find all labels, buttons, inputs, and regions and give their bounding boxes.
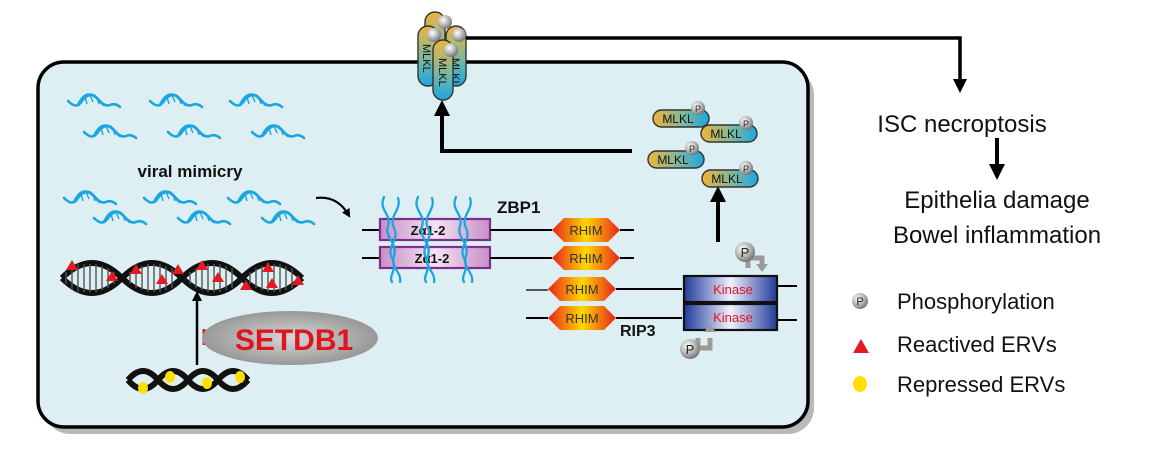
legend: P Phosphorylation Reactived ERVs Repress… bbox=[852, 289, 1065, 397]
phospho-symbol: P bbox=[743, 119, 749, 129]
rhim-domain: RHIM bbox=[552, 218, 634, 242]
mlkl-monomer: MLKL P bbox=[701, 161, 759, 188]
rhim-label: RHIM bbox=[569, 251, 602, 266]
phospho-ball-icon bbox=[739, 116, 753, 130]
mlkl-oligomer: MLKL MLKL MLKL bbox=[417, 11, 467, 101]
mlkl-label: MLKL bbox=[436, 58, 448, 87]
phospho-symbol: P bbox=[695, 104, 701, 114]
za-domain-label: Zα1-2 bbox=[415, 251, 450, 266]
bowel-inflammation-label: Bowel inflammation bbox=[893, 222, 1101, 249]
mlkl-monomer: MLKL P bbox=[647, 141, 705, 169]
mlkl-label: MLKL bbox=[420, 44, 432, 73]
legend-item-repressed-ervs: Repressed ERVs bbox=[853, 372, 1065, 397]
phospho-ball-icon bbox=[444, 43, 458, 57]
rhim-domain: RHIM bbox=[526, 306, 682, 330]
red-triangle-icon bbox=[196, 260, 208, 270]
mlkl-label: MLKL bbox=[711, 172, 743, 186]
curved-arrow-icon bbox=[315, 196, 351, 218]
legend-label: Repressed ERVs bbox=[897, 372, 1065, 397]
mlkl-label: MLKL bbox=[662, 112, 694, 126]
red-triangle-icon bbox=[106, 271, 118, 281]
setdb1-label: SETDB1 bbox=[235, 324, 353, 357]
legend-label: Reactived ERVs bbox=[897, 332, 1057, 357]
phospho-ball-icon bbox=[685, 141, 699, 155]
phospho-ball-icon bbox=[680, 339, 700, 359]
red-triangle-icon bbox=[266, 278, 278, 288]
repressed-dna-helix bbox=[125, 368, 251, 394]
autophospho-arrowhead bbox=[756, 264, 768, 272]
red-triangle-icon bbox=[66, 260, 78, 270]
kinase-label: Kinase bbox=[713, 310, 753, 325]
phospho-symbol: P bbox=[686, 342, 695, 357]
oligomerization-arrow bbox=[434, 100, 632, 153]
red-triangle-icon bbox=[212, 272, 224, 282]
phospho-symbol: P bbox=[856, 296, 863, 308]
autophospho-arrowhead bbox=[704, 324, 716, 332]
yellow-dot-icon bbox=[165, 371, 175, 383]
legend-label: Phosphorylation bbox=[897, 289, 1055, 314]
rhim-label: RHIM bbox=[565, 311, 598, 326]
zbp1-label: ZBP1 bbox=[497, 198, 540, 217]
rip3-label: RIP3 bbox=[620, 323, 656, 340]
yellow-dot-icon bbox=[235, 371, 245, 383]
autophospho-arrow-icon bbox=[745, 255, 765, 268]
phospho-ball-icon bbox=[438, 15, 452, 29]
red-triangle-icon bbox=[172, 264, 184, 274]
phospho-symbol: P bbox=[743, 164, 749, 174]
yellow-dot-icon bbox=[853, 376, 867, 392]
legend-item-reactived-ervs: Reactived ERVs bbox=[853, 332, 1057, 357]
rhim-domains: RHIM RHIM RHIM RHIM bbox=[526, 218, 682, 330]
kinase-box bbox=[682, 302, 779, 332]
phospho-ball-icon bbox=[739, 161, 753, 175]
phospho-symbol: P bbox=[741, 245, 750, 260]
yellow-dot-icon bbox=[202, 377, 212, 389]
red-triangle-icon bbox=[130, 264, 142, 274]
phospho-ball-icon bbox=[735, 242, 755, 262]
rhim-domain: RHIM bbox=[526, 277, 682, 301]
rhim-label: RHIM bbox=[565, 282, 598, 297]
kinase-domains: Kinase Kinase bbox=[682, 274, 797, 332]
mlkl-label: MLKL bbox=[657, 153, 689, 167]
mlkl-monomers: MLKL P MLKL P MLKL P MLKL P bbox=[647, 101, 759, 188]
mlkl-monomer: MLKL P bbox=[652, 101, 710, 128]
red-triangle-icon bbox=[156, 274, 168, 284]
phospho-ball-icon bbox=[452, 28, 466, 42]
epithelia-damage-label: Epithelia damage bbox=[904, 187, 1089, 214]
viral-mimicry-label: viral mimicry bbox=[138, 162, 243, 181]
mlkl-monomer: MLKL P bbox=[700, 116, 758, 143]
kinase-box bbox=[682, 274, 779, 304]
red-triangle-icon bbox=[240, 280, 252, 290]
bound-dsrna-icon bbox=[381, 195, 474, 284]
kinase-label: Kinase bbox=[713, 282, 753, 297]
red-triangle-icon bbox=[292, 275, 304, 285]
isc-necroptosis-label: ISC necroptosis bbox=[877, 111, 1046, 138]
mlkl-label: MLKL bbox=[710, 127, 742, 141]
rhim-label: RHIM bbox=[569, 223, 602, 238]
phospho-ball-icon bbox=[427, 28, 441, 42]
red-triangle-icon bbox=[262, 262, 274, 272]
red-triangle-icon bbox=[853, 339, 869, 353]
rhim-domain: RHIM bbox=[552, 246, 634, 270]
phospho-symbol: P bbox=[689, 144, 695, 154]
phospho-ball-icon bbox=[852, 293, 868, 309]
phospho-ball-icon bbox=[691, 101, 705, 115]
reactivated-dna-helix bbox=[59, 260, 305, 296]
zbp1-complex: Zα1-2 Zα1-2 bbox=[362, 195, 552, 284]
yellow-dot-icon bbox=[138, 382, 148, 394]
setdb1-ellipse bbox=[202, 311, 378, 365]
legend-item-phosphorylation: P Phosphorylation bbox=[852, 289, 1055, 314]
necroptosis-arrow bbox=[466, 36, 967, 93]
